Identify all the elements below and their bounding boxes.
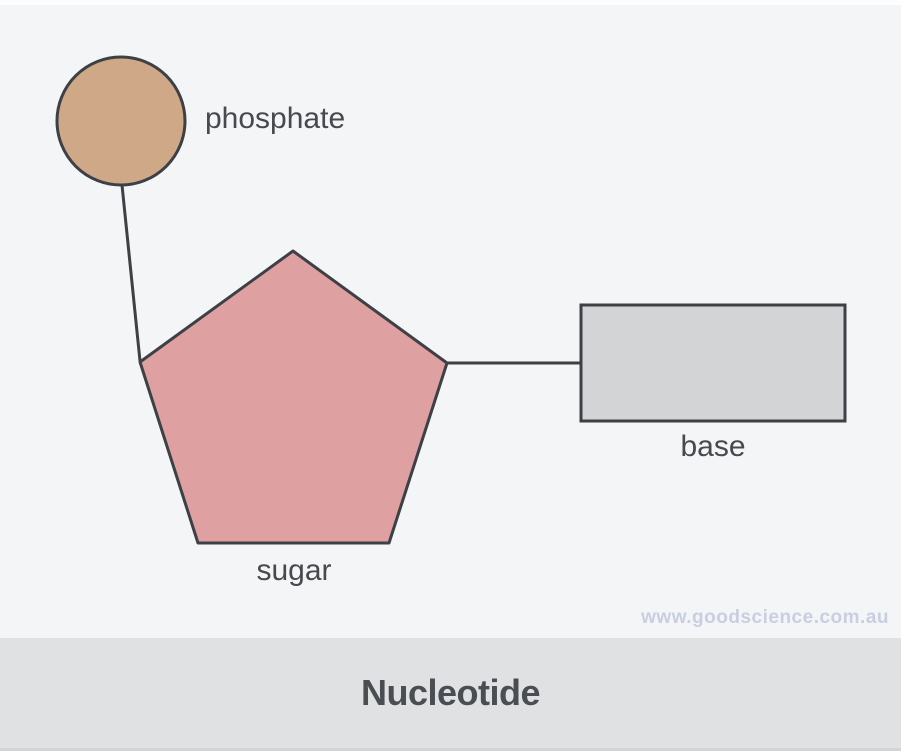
sugar-pentagon-shape	[138, 249, 449, 545]
title-banner: Nucleotide	[0, 638, 901, 751]
website-watermark: www.goodscience.com.au	[641, 607, 889, 628]
diagram-title: Nucleotide	[360, 672, 541, 713]
sugar-label: sugar	[256, 554, 332, 587]
base-label: base	[680, 430, 746, 463]
phosphate-circle-shape	[55, 55, 187, 187]
base-rectangle-shape	[579, 303, 847, 423]
top-highlight-strip	[0, 0, 901, 5]
connector-phosphate-sugar	[120, 184, 142, 362]
phosphate-label: phosphate	[205, 102, 346, 135]
